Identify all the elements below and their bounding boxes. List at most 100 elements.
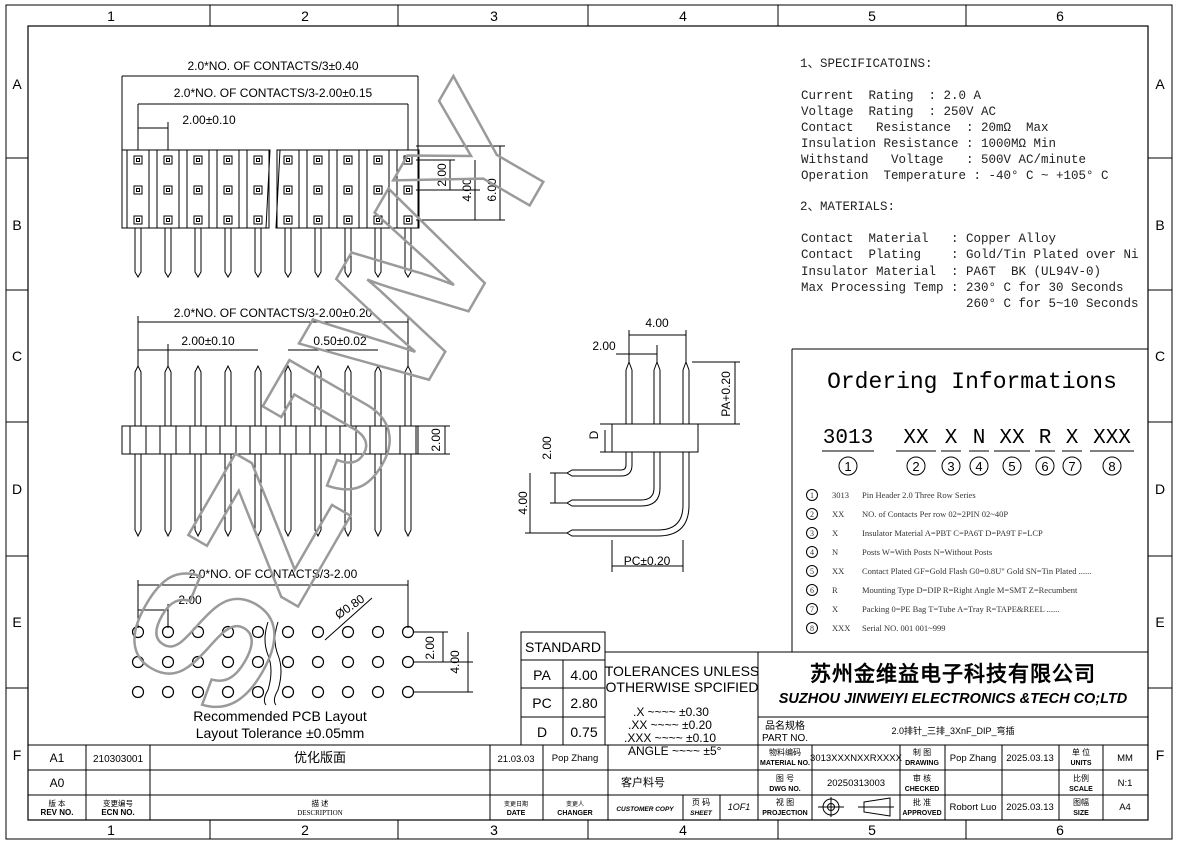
scale-label: SCALE bbox=[1069, 786, 1093, 793]
standard-value: 0.75 bbox=[570, 724, 597, 740]
pin-square bbox=[373, 215, 383, 225]
col-label-top: 2 bbox=[301, 8, 309, 24]
order-row-number: 8 bbox=[810, 624, 814, 633]
standard-key: PC bbox=[532, 695, 551, 711]
pcb-hole bbox=[251, 625, 265, 639]
partno-label: PART NO. bbox=[762, 733, 808, 744]
col-label-top: 1 bbox=[107, 8, 115, 24]
hdr-rev: REV NO. bbox=[41, 808, 74, 817]
pin-tail bbox=[224, 228, 232, 278]
order-row-code: X bbox=[832, 604, 838, 614]
dwg-label-cn: 图 号 bbox=[776, 774, 794, 783]
order-row-number-circle bbox=[806, 603, 818, 615]
units-label-cn: 单 位 bbox=[1072, 747, 1090, 757]
tolerances-title-2: OTHERWISE SPCIFIED bbox=[606, 679, 759, 695]
dim-row-top: 2.00 bbox=[435, 163, 449, 187]
order-row-number: 3 bbox=[810, 529, 814, 538]
pcb-hole bbox=[161, 655, 175, 669]
dim-pitch-top: 2.00±0.10 bbox=[182, 113, 236, 127]
pin-upper bbox=[374, 364, 382, 426]
drawing-date: 2025.03.13 bbox=[1006, 753, 1054, 764]
hdr-changer-cn: 变更人 bbox=[566, 800, 584, 808]
order-row-number: 4 bbox=[810, 548, 814, 557]
pin-square-inner bbox=[226, 158, 230, 162]
dim-v2-side: 2.00 bbox=[540, 436, 554, 460]
pin-square-inner bbox=[376, 158, 380, 162]
order-code-number: 8 bbox=[1108, 459, 1115, 474]
pin-square-inner bbox=[166, 218, 170, 222]
pcb-hole bbox=[281, 685, 295, 699]
order-code-number-circle bbox=[1102, 456, 1122, 476]
pin-upper bbox=[224, 364, 232, 426]
dim-v4-side: 4.00 bbox=[516, 491, 530, 515]
hdr-changer: CHANGER bbox=[557, 810, 592, 817]
row-label-right: F bbox=[1156, 747, 1165, 763]
pin-square-inner bbox=[226, 218, 230, 222]
pcb-hole bbox=[371, 655, 385, 669]
material-line: Max Processing Temp : 230° C for 30 Seco… bbox=[801, 281, 1124, 295]
title-block bbox=[28, 631, 1148, 820]
insulator-cell bbox=[159, 425, 177, 455]
tolerance-line: .X ~~~~ ±0.30 bbox=[633, 705, 709, 719]
pcb-hole bbox=[221, 685, 235, 699]
order-row-code: N bbox=[832, 547, 838, 557]
hdr-date-cn: 变更日期 bbox=[504, 800, 528, 808]
dim-4-side: 4.00 bbox=[645, 316, 669, 330]
side-view-dims: 4.00 2.00 PA+0.20 D 2.00 4.00 PC±0.20 bbox=[516, 316, 733, 568]
order-code-number-circle bbox=[1035, 456, 1055, 476]
materials-heading: 2、MATERIALS: bbox=[800, 200, 895, 214]
title-block-text: 品名规格 PART NO. 2.0排针_三排_3XnF_DIP_弯插 物料编码 … bbox=[616, 719, 1133, 817]
pin-lower bbox=[254, 454, 262, 538]
pin-tail bbox=[284, 228, 292, 278]
size-value: A4 bbox=[1119, 802, 1131, 813]
pin-square bbox=[163, 215, 173, 225]
pin-lower bbox=[134, 454, 142, 538]
company-name-en: SUZHOU JINWEIYI ELECTRONICS &TECH CO;LTD bbox=[779, 691, 1128, 707]
top-view-dims: 2.0*NO. OF CONTACTS/3±0.40 2.0*NO. OF CO… bbox=[174, 59, 499, 202]
pin-square-inner bbox=[136, 188, 140, 192]
pin-square-inner bbox=[196, 158, 200, 162]
row-label-left: D bbox=[12, 481, 22, 497]
pin-square bbox=[133, 215, 143, 225]
pcb-hole bbox=[251, 655, 265, 669]
dim-row2-top: 4.00 bbox=[460, 178, 474, 202]
pin-square-inner bbox=[286, 188, 290, 192]
pin-tail bbox=[404, 228, 412, 278]
material-line: Insulator Material : PA6T BK (UL94V-0) bbox=[801, 265, 1101, 279]
col-label-bottom: 3 bbox=[490, 822, 498, 838]
order-row-number-circle bbox=[806, 622, 818, 634]
pin-square bbox=[283, 185, 293, 195]
order-code-segment: X bbox=[1066, 427, 1079, 450]
pcb-hole bbox=[341, 655, 355, 669]
order-row-number: 1 bbox=[810, 491, 814, 500]
pin-square-inner bbox=[406, 158, 410, 162]
pin-square bbox=[193, 185, 203, 195]
col-label-top: 5 bbox=[868, 8, 876, 24]
dim-span-front: 2.0*NO. OF CONTACTS/3-2.00±0.20 bbox=[174, 306, 373, 320]
pcb-hole bbox=[311, 655, 325, 669]
row-label-left: E bbox=[12, 614, 21, 630]
hdr-desc-cn: 描 述 bbox=[311, 798, 329, 808]
pin-lower bbox=[224, 454, 232, 538]
pin-tail bbox=[314, 228, 322, 278]
pcb-hole bbox=[311, 685, 325, 699]
top-view bbox=[121, 75, 505, 278]
pin-tail bbox=[194, 228, 202, 278]
pin-square bbox=[223, 155, 233, 165]
standard-value: 2.80 bbox=[570, 695, 597, 711]
pin-square-inner bbox=[286, 158, 290, 162]
pcb-hole bbox=[371, 625, 385, 639]
pin-square bbox=[403, 155, 413, 165]
pin-lower bbox=[344, 454, 352, 538]
dim-row-pcb: 2.00 bbox=[423, 636, 437, 660]
pcb-caption-1: Recommended PCB Layout bbox=[193, 708, 367, 724]
hdr-rev-cn: 版 本 bbox=[48, 798, 66, 808]
company-name: 苏州金维益电子科技有限公司 SUZHOU JINWEIYI ELECTRONIC… bbox=[779, 662, 1128, 707]
pin-lower bbox=[404, 454, 412, 538]
pcb-hole bbox=[401, 685, 415, 699]
contact-cell bbox=[186, 149, 210, 229]
hdr-ecn-cn: 变更编号 bbox=[103, 798, 133, 808]
rev-value: A0 bbox=[50, 776, 65, 790]
revision-table: A1 210303001 优化版面 21.03.03 Pop Zhang A0 … bbox=[41, 751, 599, 817]
projection-label-cn: 视 图 bbox=[776, 797, 794, 807]
